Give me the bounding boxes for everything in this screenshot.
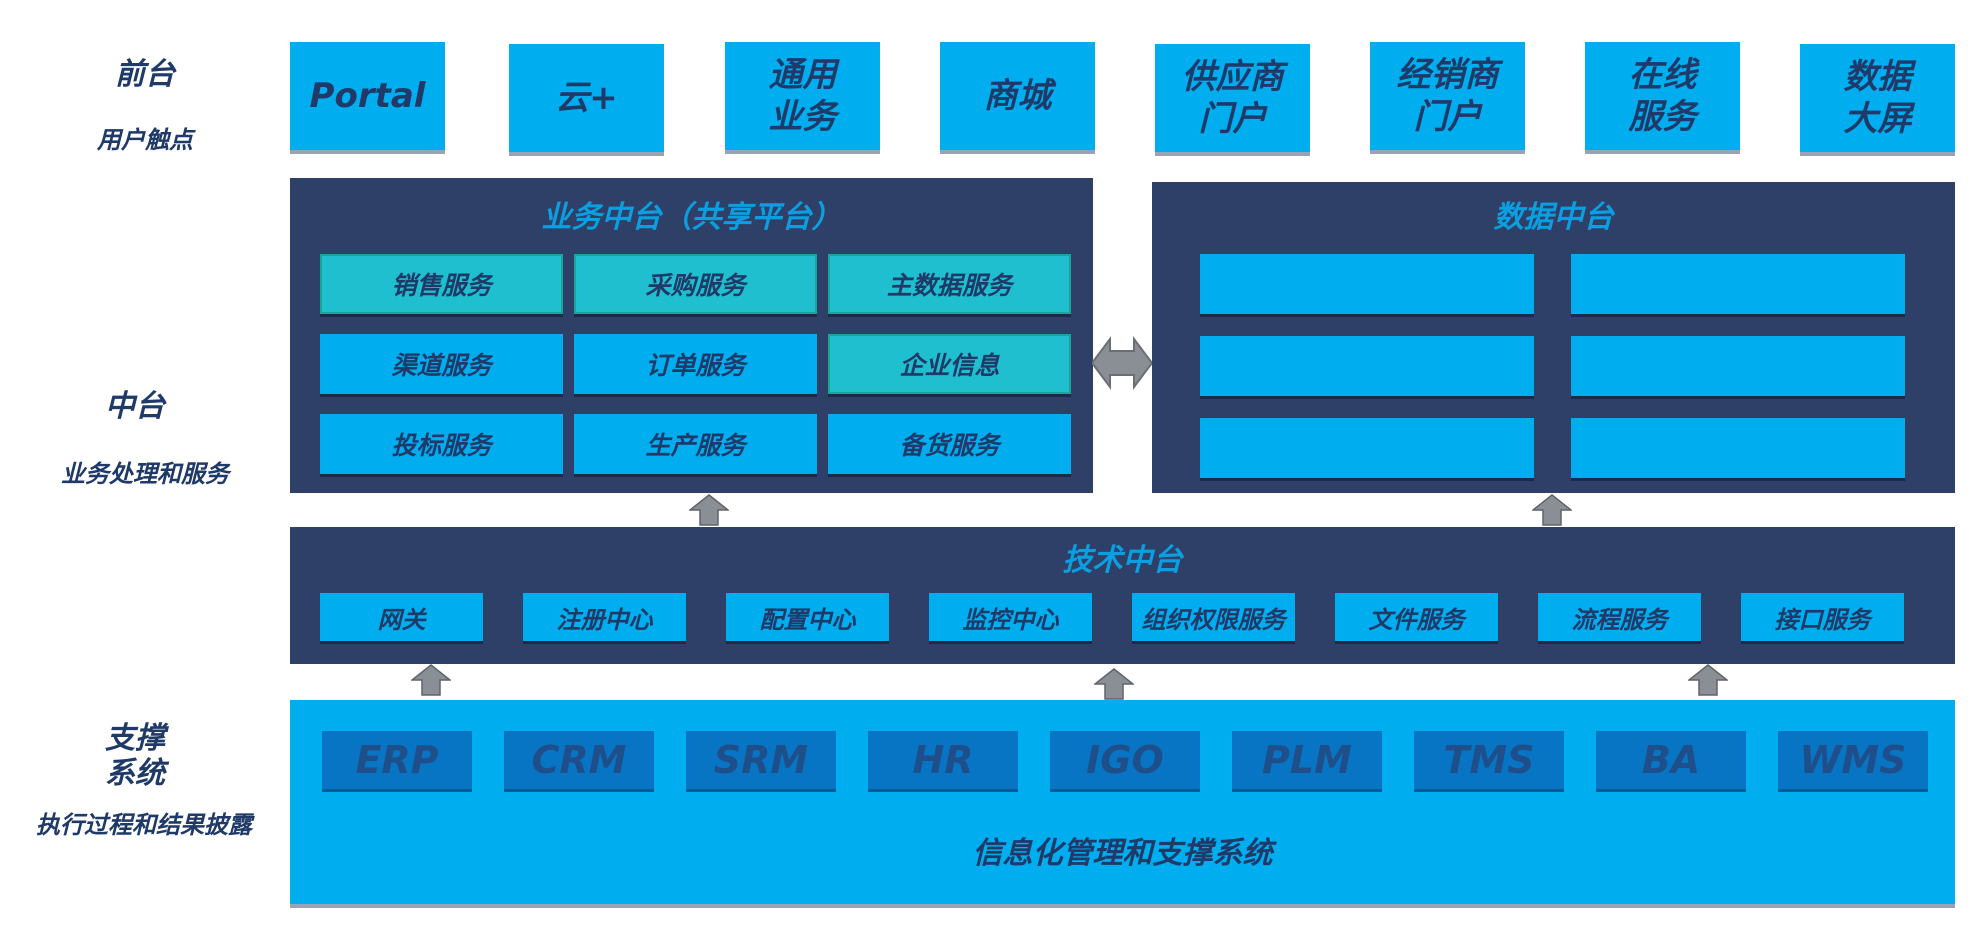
front-item-supplier-portal[interactable]: 供应商门户 [1155,44,1310,152]
layer-middle-title: 中台 [105,389,165,424]
tech-org-permission[interactable]: 组织权限服务 [1132,593,1295,641]
service-profile-analysis[interactable] [1200,336,1534,396]
service-big-data-compute[interactable] [1200,254,1534,314]
front-item-mall[interactable]: 商城 [940,42,1095,150]
system-plm[interactable]: PLM [1232,731,1382,789]
layer-front-subtitle: 用户触点 [97,126,193,154]
service-stock-prep[interactable]: 备货服务 [828,414,1071,474]
layer-support-subtitle: 执行过程和结果披露 [36,811,252,839]
service-production[interactable]: 生产服务 [574,414,817,474]
service-order[interactable]: 订单服务 [574,334,817,394]
layer-support-title-line2: 系统 [105,756,165,791]
service-data[interactable] [1571,418,1905,478]
business-platform-title: 业务中台（共享平台） [541,200,842,235]
system-ba[interactable]: BA [1596,731,1746,789]
service-warehouse-planning[interactable] [1200,418,1534,478]
front-item-cloud[interactable]: 云+ [509,44,664,152]
arrow-up-icon [411,664,451,696]
front-item-label: 云+ [555,78,618,118]
front-item-general-business[interactable]: 通用业务 [725,42,880,150]
layer-support-title-line1: 支撑 [105,721,165,756]
system-srm[interactable]: SRM [686,731,836,789]
arrow-up-icon [1688,664,1728,696]
front-item-dealer-portal[interactable]: 经销商门户 [1370,42,1525,150]
tech-registry-center[interactable]: 注册中心 [523,593,686,641]
arrow-up-icon [1532,494,1572,526]
service-data-visualization[interactable] [1571,336,1905,396]
front-item-label: 业务 [768,97,837,137]
service-enterprise-info[interactable]: 企业信息 [828,334,1071,394]
tech-interface-service[interactable]: 接口服务 [1741,593,1904,641]
front-item-label: 数据 [1843,57,1912,97]
front-item-label: 供应商 [1181,57,1284,97]
double-arrow-icon [1092,336,1152,390]
service-sales[interactable]: 销售服务 [320,254,563,314]
tech-file-service[interactable]: 文件服务 [1335,593,1498,641]
tech-gateway[interactable]: 网关 [320,593,483,641]
front-item-label: 大屏 [1843,99,1912,139]
front-item-label: 服务 [1628,97,1697,137]
front-item-label: 通用 [768,55,837,95]
front-item-online-service[interactable]: 在线服务 [1585,42,1740,150]
system-wms[interactable]: WMS [1778,731,1928,789]
system-tms[interactable]: TMS [1414,731,1564,789]
front-item-label: 商城 [983,76,1052,116]
tech-workflow-service[interactable]: 流程服务 [1538,593,1701,641]
tech-platform-title: 技术中台 [1062,543,1183,578]
front-item-label: 门户 [1198,99,1267,139]
service-bidding[interactable]: 投标服务 [320,414,563,474]
service-channel[interactable]: 渠道服务 [320,334,563,394]
front-item-label: 门户 [1413,97,1482,137]
service-big-data-dev-kit[interactable] [1571,254,1905,314]
front-item-label: 经销商 [1396,55,1499,95]
front-item-label: 在线 [1628,55,1697,95]
layer-middle-subtitle: 业务处理和服务 [61,460,229,488]
system-hr[interactable]: HR [868,731,1018,789]
tech-monitor-center[interactable]: 监控中心 [929,593,1092,641]
service-master-data[interactable]: 主数据服务 [828,254,1071,314]
system-erp[interactable]: ERP [322,731,472,789]
service-purchasing[interactable]: 采购服务 [574,254,817,314]
system-igo[interactable]: IGO [1050,731,1200,789]
data-platform-title: 数据中台 [1493,200,1614,235]
front-item-label: Portal [309,76,426,116]
front-item-data-screen[interactable]: 数据大屏 [1800,44,1955,152]
tech-config-center[interactable]: 配置中心 [726,593,889,641]
system-crm[interactable]: CRM [504,731,654,789]
layer-front-title: 前台 [115,57,175,92]
front-item-portal[interactable]: Portal [290,42,445,150]
arrow-up-icon [689,494,729,526]
support-systems-title: 信息化管理和支撑系统 [972,836,1273,871]
arrow-up-icon [1094,668,1134,700]
